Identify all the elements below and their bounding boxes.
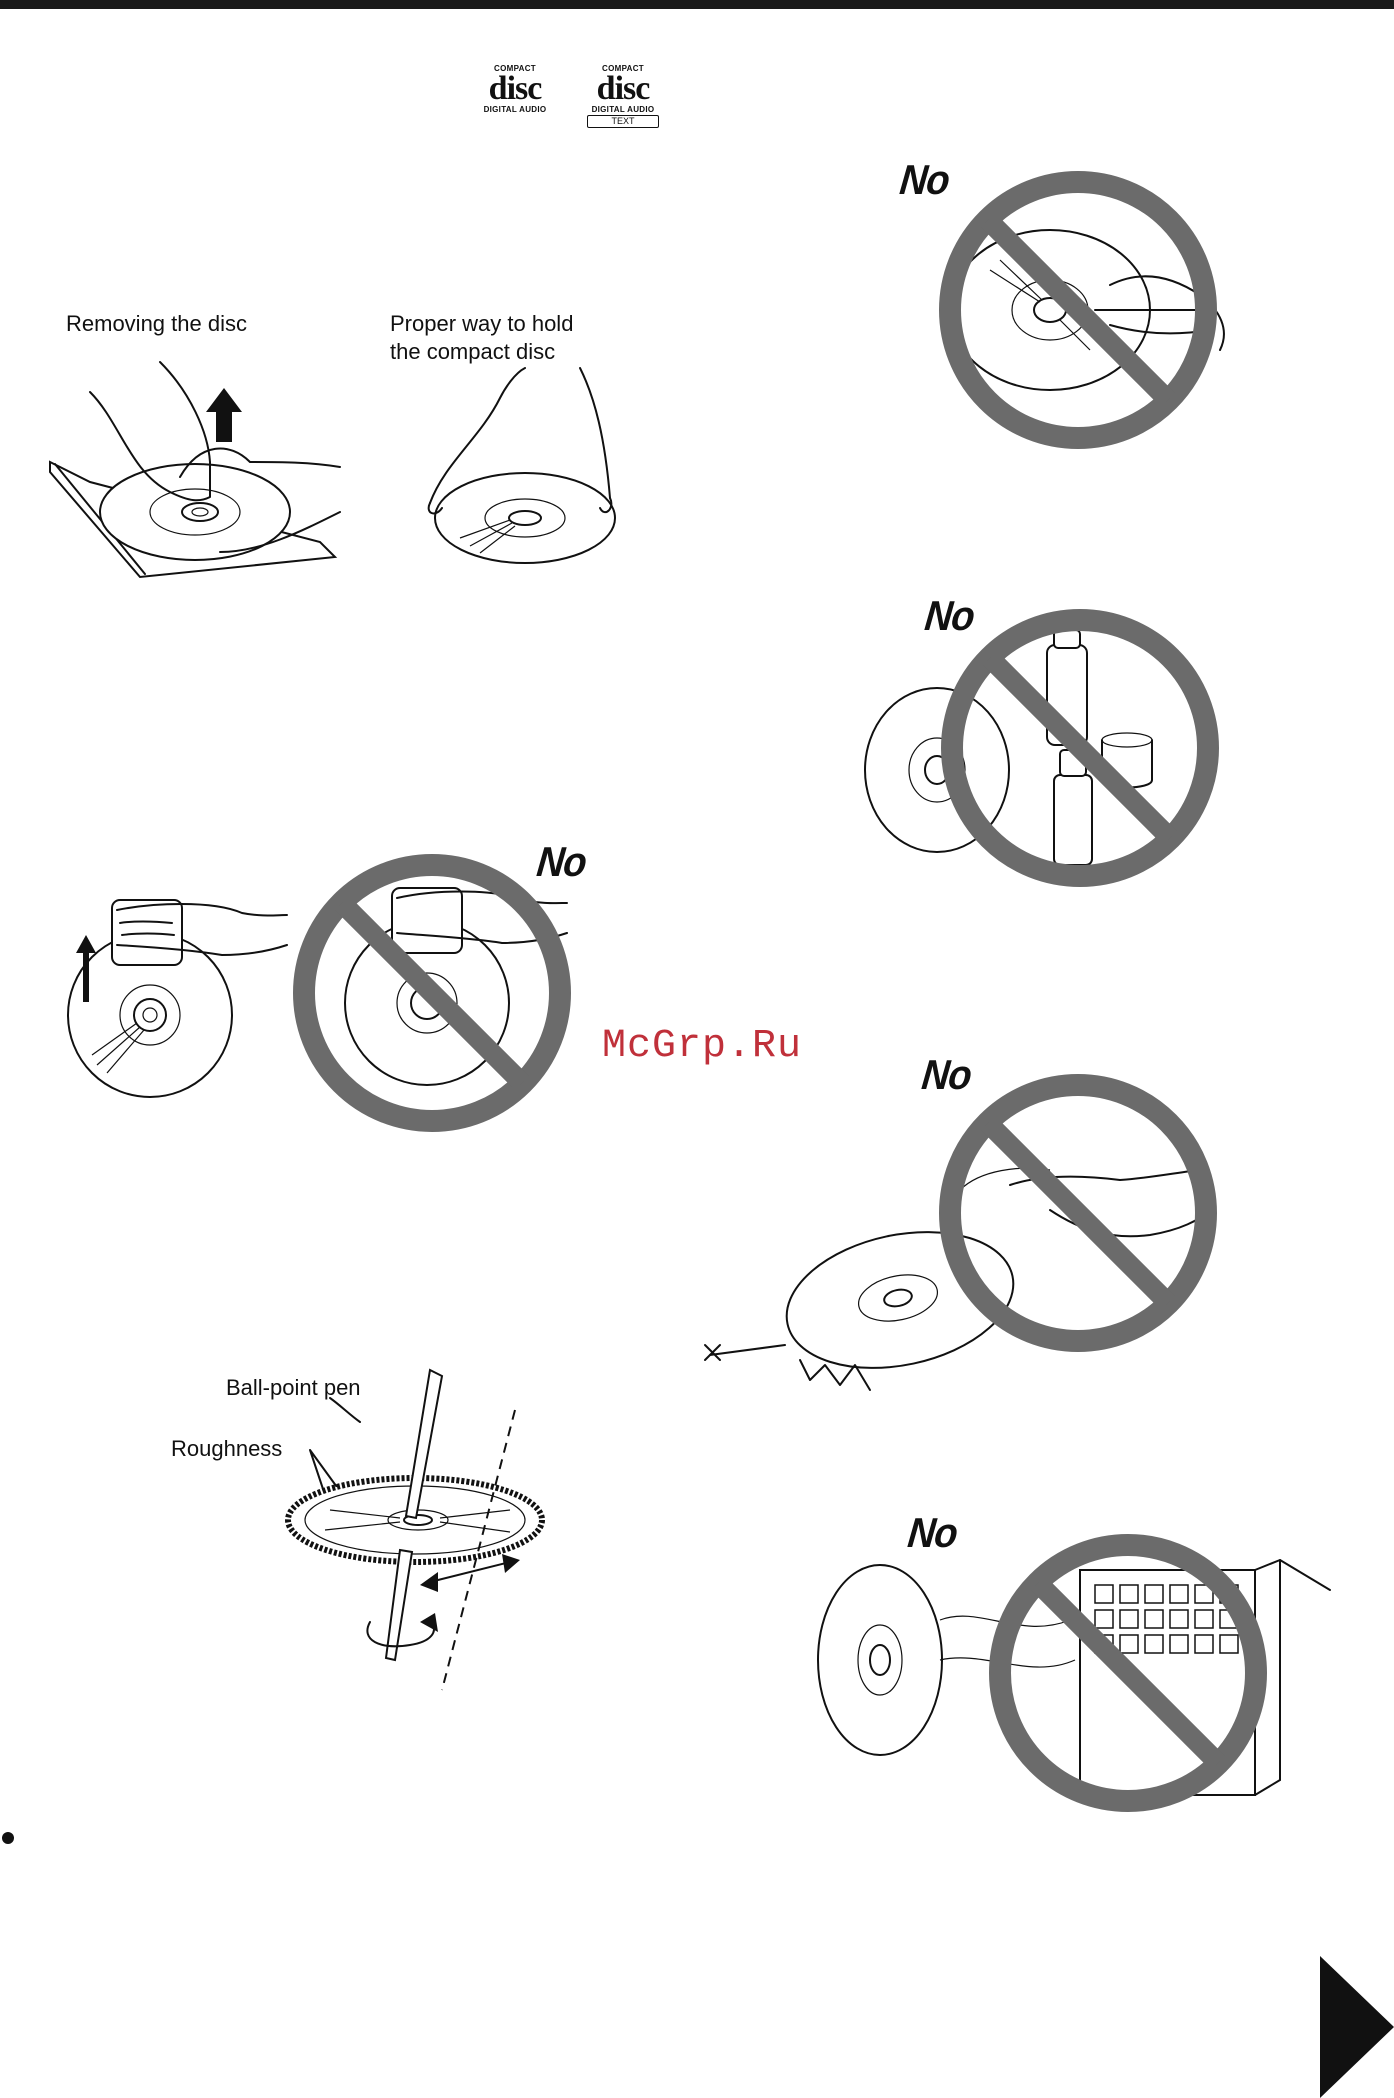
- prohibited-wipe-circular: [292, 848, 582, 1138]
- removing-disc-illustration: [50, 352, 370, 582]
- wiping-correct-illustration: [62, 895, 302, 1115]
- removing-disc-label: Removing the disc: [66, 310, 247, 338]
- top-rule: [0, 0, 1394, 9]
- prohibited-heat-source: [810, 1510, 1350, 1830]
- prohibited-dropping-disc: [700, 1060, 1250, 1400]
- prohibited-solvents: [862, 600, 1232, 890]
- ballpoint-pen-roughness-illustration: [270, 1370, 560, 1700]
- cd-text-logo: COMPACT disc DIGITAL AUDIO TEXT: [587, 64, 659, 128]
- watermark: McGrp.Ru: [602, 1024, 802, 1069]
- bullet-point: [2, 1832, 14, 1844]
- cd-digital-audio-logo: COMPACT disc DIGITAL AUDIO: [478, 64, 552, 114]
- prohibited-writing-on-disc: [930, 160, 1250, 460]
- proper-hold-label: Proper way to hold the compact disc: [390, 310, 573, 366]
- next-page-arrow-icon[interactable]: [1320, 1956, 1394, 2098]
- roughness-label: Roughness: [171, 1435, 282, 1463]
- proper-hold-illustration: [420, 368, 640, 588]
